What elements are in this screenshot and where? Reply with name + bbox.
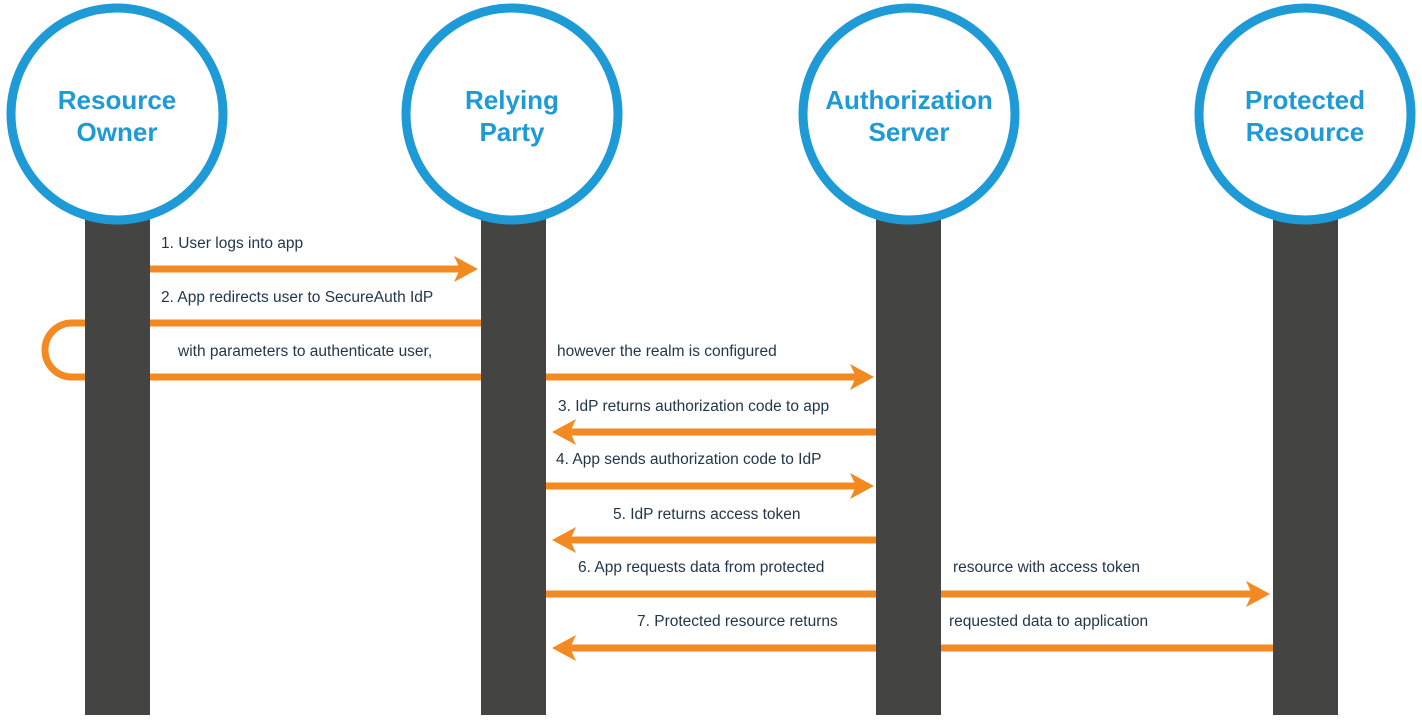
lifeline-occluder-relying-party xyxy=(481,360,546,390)
message-label: 3. IdP returns authorization code to app xyxy=(558,398,829,415)
arrow-head-left xyxy=(552,419,576,445)
arrow-head-left xyxy=(552,527,576,553)
message-7: 7. Protected resource returns requested … xyxy=(552,613,1273,661)
message-2: 2. App redirects user to SecureAuth IdP … xyxy=(41,289,874,390)
lifeline-occluder-resource-owner xyxy=(85,315,150,385)
actor-circle xyxy=(1194,3,1416,225)
message-label: 7. Protected resource returns xyxy=(637,613,838,630)
actor-name-line1: Authorization xyxy=(825,85,993,115)
arrow-loop-line xyxy=(41,319,860,381)
actor-name-line1: Protected xyxy=(1245,85,1365,115)
message-label: 5. IdP returns access token xyxy=(613,506,801,523)
arrow-head-right xyxy=(1246,581,1270,607)
message-label: 2. App redirects user to SecureAuth IdP xyxy=(161,289,433,306)
actor-name-line2: Resource xyxy=(1246,117,1365,147)
actor-authorization-server: Authorization Server xyxy=(798,3,1020,225)
message-label: 1. User logs into app xyxy=(161,235,303,252)
actor-name-line2: Party xyxy=(479,117,545,147)
actor-circle xyxy=(6,3,228,225)
actor-circle xyxy=(798,3,1020,225)
arrow-head-right xyxy=(454,256,478,282)
message-5: 5. IdP returns access token xyxy=(552,506,876,553)
message-4: 4. App sends authorization code to IdP xyxy=(546,451,874,499)
message-label-continued: with parameters to authenticate user, xyxy=(177,343,432,360)
actor-circle xyxy=(401,3,623,225)
lifeline-resource-owner xyxy=(85,210,150,715)
arrow-head-right xyxy=(850,473,874,499)
actor-resource-owner: Resource Owner xyxy=(6,3,228,225)
message-1: 1. User logs into app xyxy=(150,235,478,282)
lifeline-protected-resource xyxy=(1273,210,1338,715)
actor-name-line2: Server xyxy=(869,117,950,147)
message-label: 4. App sends authorization code to IdP xyxy=(556,451,821,468)
lifeline-relying-party xyxy=(481,210,546,715)
actor-protected-resource: Protected Resource xyxy=(1194,3,1416,225)
lifeline-occluder-authorization-server xyxy=(876,580,941,660)
actor-name-line1: Relying xyxy=(465,85,559,115)
message-label-continued: resource with access token xyxy=(953,559,1140,576)
actor-relying-party: Relying Party xyxy=(401,3,623,225)
arrow-head-right xyxy=(850,364,874,390)
arrow-head-left xyxy=(552,635,576,661)
message-3: 3. IdP returns authorization code to app xyxy=(552,398,876,445)
message-label-continued: requested data to application xyxy=(949,613,1148,630)
message-label-continued: however the realm is configured xyxy=(557,343,777,360)
actor-name-line2: Owner xyxy=(77,117,158,147)
actor-name-line1: Resource xyxy=(58,85,177,115)
message-label: 6. App requests data from protected xyxy=(578,559,824,576)
